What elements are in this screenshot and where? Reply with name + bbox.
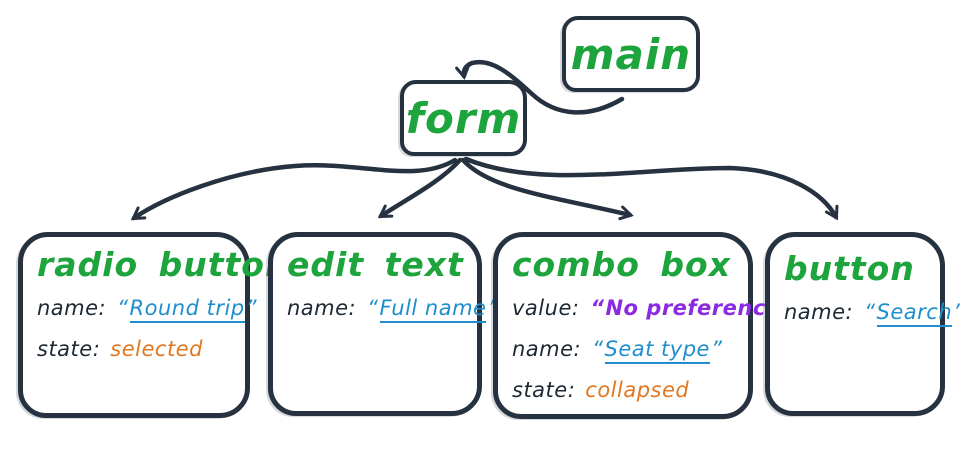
node-main-label: main: [570, 29, 692, 79]
node-form: form: [400, 80, 527, 156]
attr-value-name: “Search”: [863, 300, 960, 327]
attr-row-state: state: selected: [37, 337, 235, 361]
node-main: main: [562, 16, 700, 92]
edge-form-button: [463, 156, 839, 221]
attr-key: name:: [784, 300, 854, 324]
attr-key: state:: [37, 337, 101, 361]
node-combo-box-title: combo box: [512, 245, 731, 284]
attr-row-name: name: “Search”: [784, 300, 960, 327]
attr-row-name: name: “Round trip”: [37, 296, 257, 323]
node-form-label: form: [405, 93, 522, 143]
node-button: button name: “Search”: [765, 232, 960, 416]
attr-value-name: “Round trip”: [116, 296, 258, 323]
node-radio-button-title: radio button: [37, 245, 290, 284]
node-edit-text-title: edit text: [287, 245, 464, 284]
attr-key: name:: [287, 296, 357, 320]
edge-form-edit-text: [377, 157, 463, 219]
node-button-title: button: [784, 249, 915, 288]
edge-form-combo-box: [460, 157, 634, 221]
attr-value-state: collapsed: [585, 378, 690, 402]
attr-key: value:: [512, 296, 580, 320]
attr-row-value: value:“No preference”: [512, 296, 795, 320]
attr-value-name: “Full name”: [366, 296, 500, 323]
attr-value-state: selected: [110, 337, 203, 361]
attr-key: name:: [37, 296, 107, 320]
attr-row-name: name: “Full name”: [287, 296, 498, 323]
attr-value-name: “Seat type”: [591, 337, 723, 364]
attr-row-name: name: “Seat type”: [512, 337, 738, 364]
attr-key: name:: [512, 337, 582, 361]
node-edit-text: edit text name: “Full name”: [268, 232, 498, 416]
node-combo-box: combo box value:“No preference” name: “Se…: [493, 232, 795, 419]
attr-row-state: state: collapsed: [512, 378, 738, 402]
attr-key: state:: [512, 378, 576, 402]
node-radio-button: radio button name: “Round trip” state: sel…: [18, 232, 290, 418]
edge-form-radio-button: [130, 157, 458, 221]
